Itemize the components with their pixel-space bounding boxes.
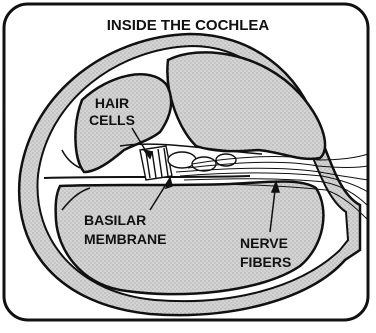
- nerve-fibers-label-line2: FIBERS: [240, 254, 291, 270]
- basilar-membrane-label-line1: BASILAR: [84, 212, 146, 228]
- diagram-title: INSIDE THE COCHLEA: [107, 17, 270, 34]
- nerve-fibers-label-line1: NERVE: [240, 235, 288, 251]
- hair-cells-label-line1: HAIR: [95, 95, 129, 111]
- basilar-membrane-label-line2: MEMBRANE: [84, 231, 166, 247]
- hair-cells-label-line2: CELLS: [89, 112, 135, 128]
